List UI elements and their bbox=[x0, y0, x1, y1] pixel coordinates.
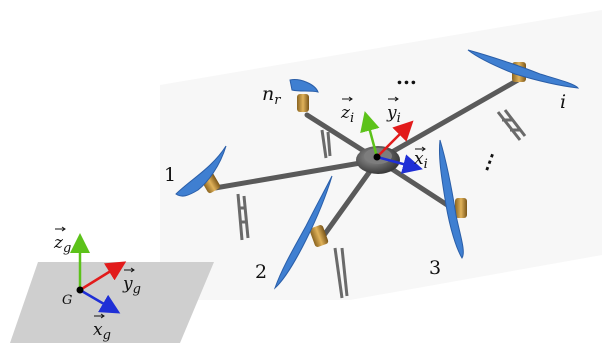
leg-1 bbox=[236, 193, 250, 241]
propellers bbox=[175, 49, 580, 290]
ground-x-label: xg bbox=[93, 320, 111, 343]
propeller-i bbox=[467, 49, 580, 89]
body-origin bbox=[373, 153, 381, 161]
body-z-label: zi bbox=[340, 103, 354, 126]
ground-x-axis bbox=[79, 288, 121, 314]
arm-2 bbox=[319, 157, 381, 241]
ground-z-label: zg bbox=[53, 233, 71, 256]
arm-2-label: 2 bbox=[255, 261, 267, 283]
arm-1-label: 1 bbox=[164, 164, 176, 186]
ground-origin bbox=[76, 286, 84, 294]
vector-accents bbox=[55, 96, 426, 319]
arms bbox=[212, 77, 521, 241]
ellipsis-top: ... bbox=[396, 65, 417, 89]
arm-nr-label: nr bbox=[262, 83, 281, 108]
motor-2 bbox=[309, 225, 329, 247]
body-x-label: xi bbox=[414, 149, 428, 172]
propeller-nr bbox=[289, 79, 319, 93]
leg-2 bbox=[333, 247, 349, 299]
body-frame bbox=[360, 111, 423, 174]
ground-y-label: yg bbox=[122, 274, 141, 297]
body-z-axis bbox=[360, 111, 380, 158]
arm-3-label: 3 bbox=[429, 257, 441, 279]
leg-nr bbox=[320, 129, 332, 159]
ground-origin-label: G bbox=[62, 293, 72, 308]
arm-i bbox=[375, 77, 521, 163]
ground-plane bbox=[10, 262, 214, 343]
ground-frame bbox=[70, 233, 127, 314]
propeller-2 bbox=[273, 175, 333, 290]
body-y-axis bbox=[376, 120, 414, 158]
body-x-axis bbox=[376, 154, 423, 174]
motor-nr bbox=[297, 94, 309, 112]
ground-y-axis bbox=[79, 261, 127, 292]
motor-3 bbox=[455, 198, 467, 218]
arm-1 bbox=[212, 157, 381, 191]
leg-i bbox=[496, 109, 527, 141]
propeller-3 bbox=[438, 139, 464, 259]
body-y-label: yi bbox=[386, 103, 401, 126]
landing-legs bbox=[236, 109, 527, 299]
arm-i-label: i bbox=[560, 91, 566, 113]
propeller-1 bbox=[175, 145, 227, 197]
